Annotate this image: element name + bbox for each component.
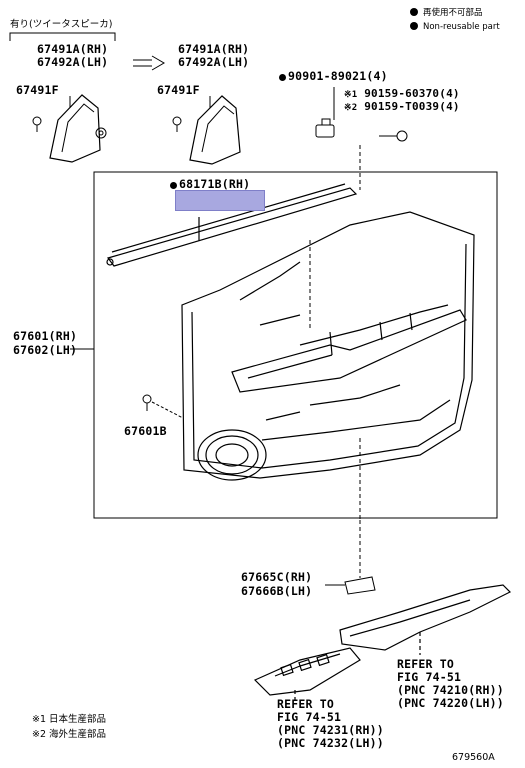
label-90159-b: ※2 90159-T0039(4) [344, 100, 460, 115]
label-67492a-lh-left: 67492A(LH) [37, 55, 109, 69]
label-90159-a-mark: ※1 [344, 90, 358, 100]
door-trim-board-drawing [181, 211, 475, 481]
label-90901-text: 90901-89021(4) [288, 69, 388, 83]
footnote-1: ※1 日本生産部品 [32, 714, 107, 725]
bracket-line [9, 32, 116, 41]
refer-left-line3: (PNC 74231(RH)) [277, 723, 384, 737]
arrow-icon [133, 55, 165, 71]
tweeter-cover-right-drawing [172, 95, 241, 165]
label-90159-b-mark: ※2 [344, 103, 358, 113]
refer-right-line1: REFER TO [397, 657, 454, 671]
label-67491a-rh-right: 67491A(RH) [178, 42, 250, 56]
legend-nonreuse-text: Non-reusable part [423, 22, 500, 32]
nonreuse-bullet-icon [410, 22, 418, 30]
label-67665c-rh: 67665C(RH) [241, 570, 313, 584]
nonreuse-68171b-icon [170, 182, 177, 189]
tweeter-cover-left-drawing [32, 94, 107, 163]
label-67492a-lh-right: 67492A(LH) [178, 55, 250, 69]
label-67491a-rh-left: 67491A(RH) [37, 42, 109, 56]
figure-id: 679560A [452, 752, 495, 763]
legend-reuse: 再使用不可部品 [410, 8, 483, 19]
label-68171b-text: 68171B(RH) [179, 177, 251, 191]
door-trim-frame [93, 171, 498, 519]
refer-left-line2: FIG 74-51 [277, 710, 342, 724]
bracket-note: 有り(ツイータスピーカ) [10, 19, 113, 30]
weatherstrip-drawing [106, 183, 358, 267]
legend-reuse-text: 再使用不可部品 [423, 8, 483, 18]
label-90159-a: ※1 90159-60370(4) [344, 87, 460, 102]
highlight-box[interactable] [175, 190, 265, 211]
refer-right-line2: FIG 74-51 [397, 670, 462, 684]
reuse-bullet-icon [410, 8, 418, 16]
label-67601-rh: 67601(RH) [13, 329, 78, 343]
label-67601b: 67601B [124, 424, 167, 438]
refer-left-line4: (PNC 74232(LH)) [277, 736, 384, 750]
clip-90901-drawing [315, 87, 335, 138]
refer-right-line4: (PNC 74220(LH)) [397, 696, 504, 710]
label-67491f-left: 67491F [16, 83, 59, 97]
legend-nonreuse: Non-reusable part [410, 22, 500, 33]
label-90901: 90901-89021(4) [279, 70, 388, 83]
label-67666b-lh: 67666B(LH) [241, 584, 313, 598]
clip-67601b-drawing [142, 394, 184, 419]
label-90159-a-text: 90159-60370(4) [364, 87, 460, 100]
label-68171b: 68171B(RH) [170, 178, 250, 191]
switch-panel-left-drawing [253, 647, 361, 700]
refer-right-line3: (PNC 74210(RH)) [397, 683, 504, 697]
nonreuse-90901-icon [279, 74, 286, 81]
footnote-2: ※2 海外生産部品 [32, 729, 107, 740]
label-67602-lh: 67602(LH) [13, 343, 78, 357]
screw-90159-drawing [379, 130, 408, 142]
label-67491f-right: 67491F [157, 83, 200, 97]
label-90159-b-text: 90159-T0039(4) [364, 100, 460, 113]
plate-67665c-drawing [325, 576, 376, 595]
refer-left-line1: REFER TO [277, 697, 334, 711]
armrest-base-right-drawing [339, 584, 512, 655]
